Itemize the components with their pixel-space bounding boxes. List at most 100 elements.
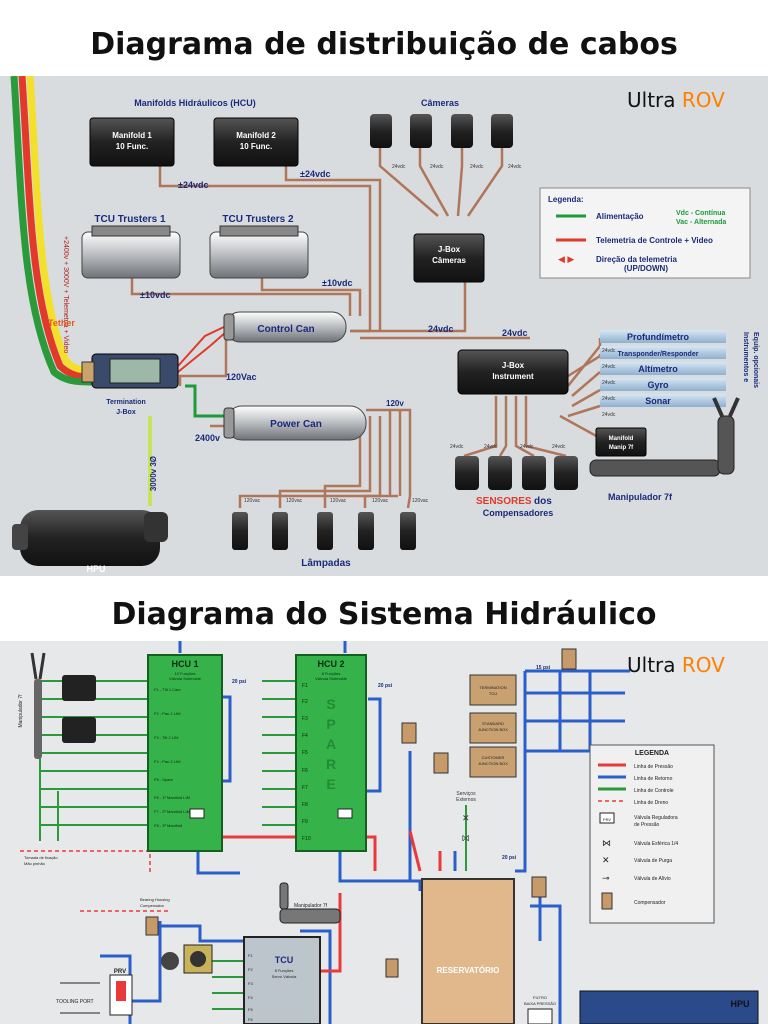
hcu-1: HCU 1 10 Funções Válvula Solenoide (147, 654, 223, 852)
svg-text:F4: F4 (248, 995, 253, 1000)
svg-text:Válvula Reguladora: Válvula Reguladora (634, 815, 678, 821)
svg-text:HCU 1: HCU 1 (171, 659, 198, 669)
filtro (527, 1008, 553, 1024)
tooling-port-label: TOOLING PORT (56, 999, 94, 1005)
svg-text:LEGENDA: LEGENDA (635, 750, 669, 757)
psi-label-4: 20 psi (502, 855, 517, 861)
svg-text:8 Funções: 8 Funções (275, 968, 294, 973)
psi-label-1: 20 psi (232, 679, 247, 685)
filtro-label-2: BAIXA PRESSÃO (524, 1001, 556, 1006)
instr-voltage-2: 24vdc (602, 364, 616, 370)
svg-text:J-Box: J-Box (502, 361, 525, 370)
cameras-label: Câmeras (421, 98, 459, 108)
svg-text:RESERVATÓRIO: RESERVATÓRIO (437, 966, 500, 975)
servicos-label-1: Serviços (456, 791, 476, 797)
instrument-gyro: Gyro (647, 380, 669, 390)
instr-voltage-4: 24vdc (602, 396, 616, 402)
voltage-label-10vdc-b: ±10vdc (322, 278, 352, 288)
compensadores-label: Compensadores (483, 508, 554, 518)
svg-text:de Pressão: de Pressão (634, 822, 660, 828)
svg-text:Linha de Pressão: Linha de Pressão (634, 764, 673, 770)
svg-text:F1: F1 (302, 683, 308, 689)
instrument-altimetro: Altímetro (638, 364, 678, 374)
instr-voltage-1: 24vdc (602, 348, 616, 354)
prv-valve (109, 974, 133, 1016)
sensor-voltage-3: 24vdc (520, 444, 534, 450)
svg-text:F8: F8 (302, 802, 308, 808)
tooling-ports (60, 982, 100, 1014)
svg-text:HPU: HPU (730, 999, 749, 1009)
tcu-hydraulic: TCU 8 Funções Servo Válvula (243, 936, 321, 1024)
svg-text:⊸: ⊸ (602, 873, 610, 883)
prv-label: PRV (114, 969, 126, 975)
svg-text:Válvula Esférica 1/4: Válvula Esférica 1/4 (634, 841, 678, 847)
tether-side-label: +2400v + 3000V + Telemetria + Video (62, 236, 69, 353)
svg-text:F3: F3 (248, 981, 253, 986)
voltage-label-120vac: 120Vac (226, 372, 257, 382)
valve-x-2: ⨝ (462, 833, 469, 843)
sensores-label: SENSORES (476, 496, 532, 507)
cable-legend: Legenda: Alimentação Vdc - Contínua Vac … (539, 187, 751, 279)
svg-text:F4: F4 (302, 733, 308, 739)
voltage-label-24vdc-a: ±24vdc (178, 180, 208, 190)
hydraulic-diagram-panel: HCU 1 10 Funções Válvula Solenoide F1 - … (0, 641, 768, 1024)
svg-text:J-Box: J-Box (438, 245, 461, 254)
jbox-instrument: J-Box Instrument (457, 349, 569, 395)
svg-text:F6: F6 (302, 768, 308, 774)
bearing-label-1: Bearing Housing (140, 897, 170, 902)
tcu-funcs: F1 F2 F3 F4 F5 F6 (248, 953, 253, 1022)
svg-text:Manip 7f: Manip 7f (609, 445, 634, 451)
sensors (455, 456, 578, 490)
cable-diagram: +2400v + 3000V + Telemetria + Video Teth… (10, 76, 759, 574)
termination-label-2: J-Box (116, 409, 136, 416)
spare-letter-e: E (326, 776, 335, 792)
hcu1-func-6: F6 - 1º Manifold LIM (154, 795, 190, 800)
svg-text:F6: F6 (248, 1017, 253, 1022)
junction-boxes (469, 674, 517, 778)
power-can: Power Can (223, 405, 367, 441)
pump-motor (161, 944, 213, 974)
control-can: Control Can (223, 311, 347, 343)
camera-pan-tilts (62, 675, 96, 743)
voltage-label-10vdc-a: ±10vdc (140, 290, 170, 300)
spare-letter-a: A (326, 736, 336, 752)
voltage-label-24vdc-d: 24vdc (502, 328, 528, 338)
svg-text:F9: F9 (302, 819, 308, 825)
svg-text:Alimentação: Alimentação (596, 212, 644, 221)
hcu1-func-5: F5 - Spare (154, 777, 174, 782)
lamp-voltage-2: 120vac (286, 498, 303, 504)
svg-text:Linha de Retorno: Linha de Retorno (634, 776, 673, 782)
brand-logo-2: Ultra ROV (627, 653, 725, 677)
manip-side-label: Manipulador 7f (18, 694, 24, 728)
cameras (370, 114, 513, 148)
svg-text:Válvula Solenoide: Válvula Solenoide (315, 676, 348, 681)
svg-text:⋈: ⋈ (602, 838, 611, 848)
svg-text:Instrument: Instrument (492, 372, 534, 381)
termination-label-1: Termination (106, 399, 146, 406)
lamp-voltage-4: 120vac (372, 498, 389, 504)
svg-text:Power Can: Power Can (270, 419, 322, 430)
hcu1-func-1: F1 - TIlt 1 Cam (154, 687, 181, 692)
manipulator-label: Manipulador 7f (608, 492, 673, 502)
instrument-bars (600, 330, 726, 407)
manifold-2: Manifold 2 10 Func. (213, 117, 299, 167)
svg-text:Manifold 1: Manifold 1 (112, 131, 152, 140)
tcu-thrusters-1-label: TCU Trusters 1 (94, 214, 166, 225)
svg-text:Vac - Alternada: Vac - Alternada (676, 219, 726, 226)
lamp-voltage-5: 120vac (412, 498, 429, 504)
lamps-label: Lâmpadas (301, 558, 351, 569)
voltage-label-120v: 120v (386, 399, 404, 408)
telemetry-lines (177, 325, 227, 373)
tcu-thrusters-2-label: TCU Trusters 2 (222, 214, 294, 225)
brand-logo-1: Ultra ROV (627, 88, 725, 112)
hpu-hydraulic: HPU (579, 990, 759, 1024)
svg-text:F1: F1 (248, 953, 253, 958)
tcu-thrusters-2 (209, 225, 309, 279)
psi-label-3: 15 psi (536, 665, 551, 671)
svg-text:◀ ▶: ◀ ▶ (558, 254, 574, 264)
hpu-motor (12, 510, 168, 566)
tether-cable (10, 76, 93, 386)
camera-voltage-2: 24vdc (430, 164, 444, 170)
svg-text:Direção da telemetria: Direção da telemetria (596, 255, 677, 264)
hcu-2: HCU 2 8 Funções Válvula Solenoide (295, 654, 367, 852)
